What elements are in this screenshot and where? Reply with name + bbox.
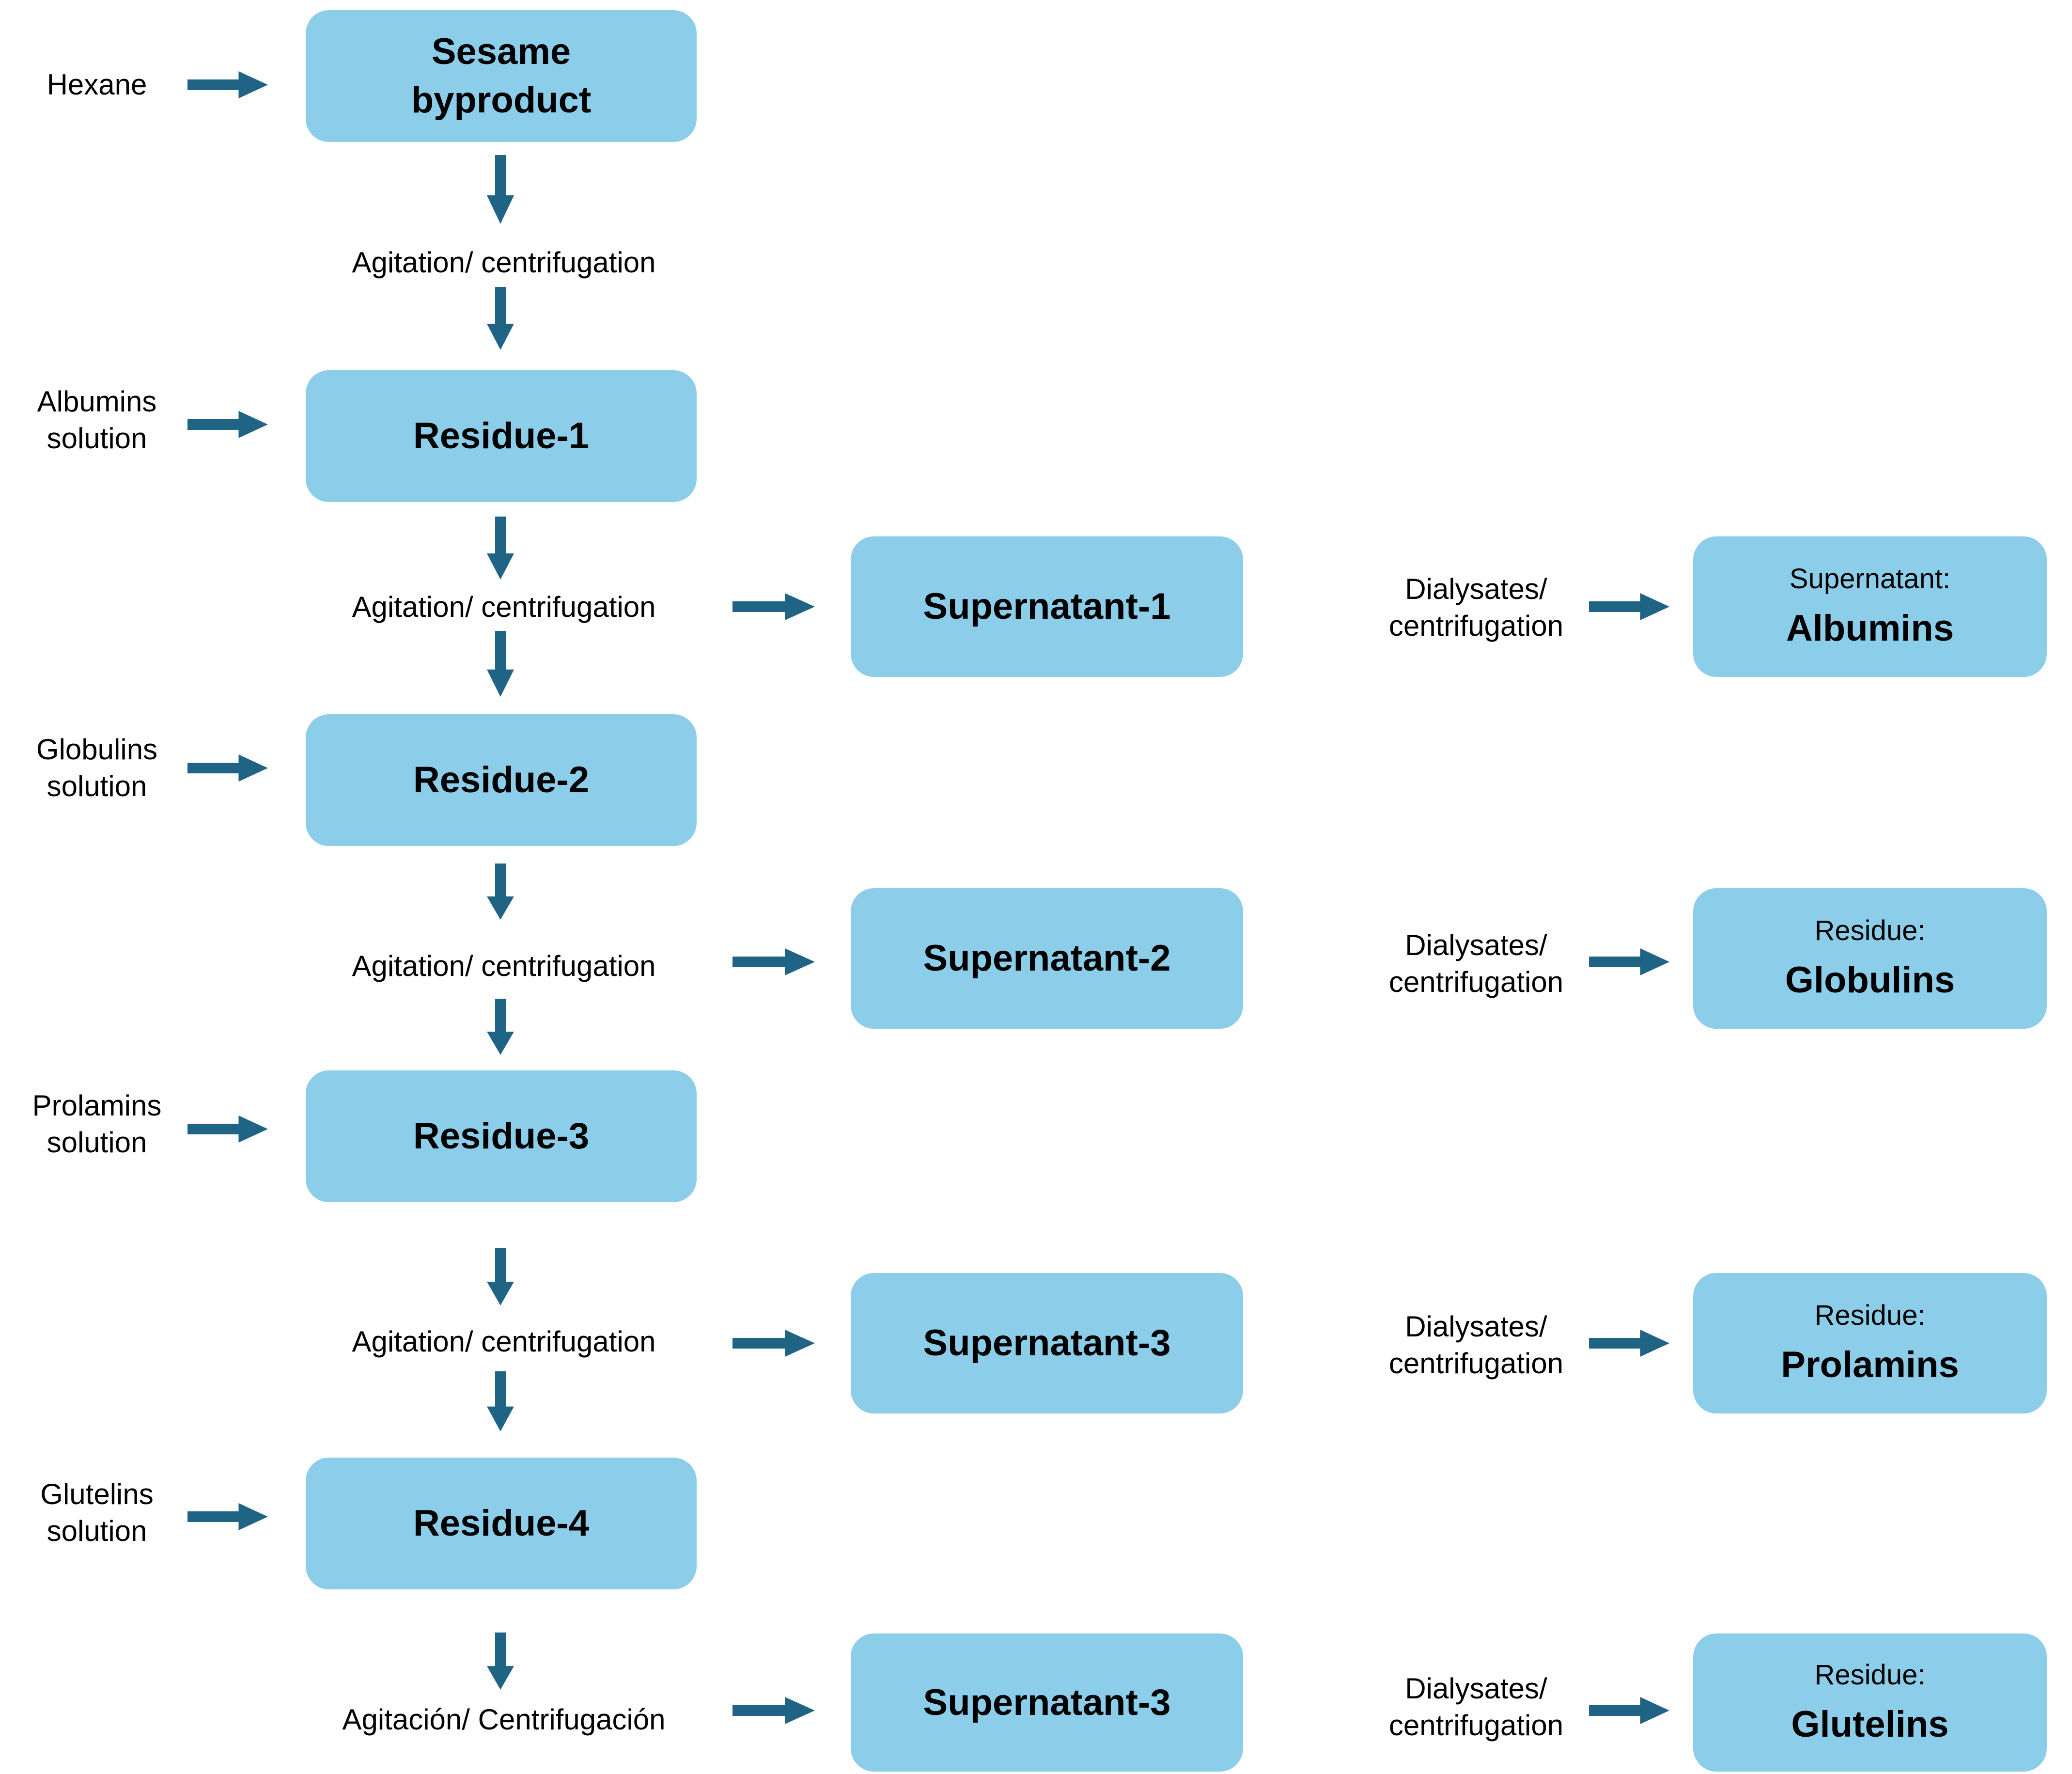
input-label-globulins-solution: Globulins solution (7, 731, 187, 805)
input-label-line: solution (47, 770, 147, 802)
box-result-glutelins: Residue: Glutelins (1693, 1633, 2047, 1772)
arrow-down-step1-to-residue2 (487, 631, 514, 697)
dialysates-label-3: Dialysates/ centrifugation (1343, 1308, 1609, 1382)
arrow-dialysates3-to-result3 (1589, 1330, 1669, 1357)
arrow-step1-to-supernatant1 (732, 593, 815, 620)
step-label-3: Agitation/ centrifugation (352, 1325, 656, 1358)
box-sesame-line1: Sesame (431, 31, 571, 72)
arrow-albumins-input (187, 411, 268, 438)
box-supernatant-4: Supernatant-3 (851, 1633, 1243, 1772)
arrow-hexane-input (187, 71, 268, 98)
arrow-down-residue1-to-step1 (487, 517, 514, 580)
step-label-2: Agitation/ centrifugation (352, 950, 656, 982)
box-result-prolamins: Residue: Prolamins (1693, 1273, 2047, 1413)
dialysates-label-line: Dialysates/ (1405, 1310, 1547, 1343)
result-label-albumins: Albumins (1786, 608, 1954, 649)
dialysates-label-line: centrifugation (1388, 610, 1564, 642)
input-label-line: Prolamins (32, 1089, 162, 1122)
box-supernatant-3-label: Supernatant-3 (923, 1322, 1171, 1364)
arrow-dialysates1-to-result1 (1589, 593, 1669, 620)
box-residue-4: Residue-4 (306, 1458, 697, 1589)
arrow-down-sesame-to-step0 (487, 155, 514, 224)
result-prefix-1: Supernatant: (1789, 563, 1951, 595)
step-label-4: Agitación/ Centrifugación (342, 1703, 666, 1736)
box-residue-2-label: Residue-2 (413, 759, 590, 801)
dialysates-label-line: Dialysates/ (1405, 929, 1547, 961)
dialysates-label-4: Dialysates/ centrifugation (1343, 1670, 1609, 1744)
input-label-line: Albumins (37, 385, 157, 418)
box-supernatant-4-label: Supernatant-3 (923, 1681, 1171, 1723)
result-prefix-4: Residue: (1814, 1659, 1926, 1691)
box-supernatant-3: Supernatant-3 (851, 1273, 1243, 1413)
arrow-down-step3-to-residue4 (487, 1371, 514, 1431)
dialysates-label-line: centrifugation (1388, 1709, 1564, 1742)
box-residue-1: Residue-1 (306, 370, 697, 502)
dialysates-label-line: centrifugation (1388, 966, 1564, 998)
arrow-dialysates2-to-result2 (1589, 948, 1669, 975)
input-label-albumins-solution: Albumins solution (7, 383, 187, 457)
arrow-down-step0-to-residue1 (487, 287, 514, 350)
box-residue-3-label: Residue-3 (413, 1115, 590, 1157)
input-label-glutelins-solution: Glutelins solution (7, 1476, 187, 1550)
arrow-step3-to-supernatant3 (732, 1330, 815, 1357)
arrow-step2-to-supernatant2 (732, 948, 815, 975)
step-label-0: Agitation/ centrifugation (352, 246, 656, 279)
arrow-prolamins-input (187, 1115, 268, 1143)
input-label-line: solution (47, 1515, 147, 1547)
box-supernatant-2-label: Supernatant-2 (923, 938, 1171, 979)
box-supernatant-1: Supernatant-1 (851, 536, 1243, 677)
box-result-globulins: Residue: Globulins (1693, 888, 2047, 1029)
result-prefix-3: Residue: (1814, 1300, 1926, 1331)
input-label-line: solution (47, 1126, 147, 1159)
dialysates-label-line: Dialysates/ (1405, 1672, 1547, 1705)
input-label-prolamins-solution: Prolamins solution (7, 1087, 187, 1161)
input-label-line: Glutelins (40, 1478, 154, 1510)
input-label-hexane: Hexane (47, 68, 147, 101)
step-label-1: Agitation/ centrifugation (352, 591, 656, 623)
result-label-prolamins: Prolamins (1781, 1344, 1959, 1385)
result-label-glutelins: Glutelins (1791, 1703, 1949, 1745)
box-residue-3: Residue-3 (306, 1070, 697, 1202)
box-supernatant-1-label: Supernatant-1 (923, 586, 1171, 627)
arrow-glutelins-input (187, 1503, 268, 1530)
dialysates-label-line: Dialysates/ (1405, 573, 1547, 605)
arrow-down-residue4-to-step4 (487, 1633, 514, 1690)
box-supernatant-2: Supernatant-2 (851, 888, 1243, 1029)
dialysates-label-line: centrifugation (1388, 1347, 1564, 1380)
box-sesame-byproduct: Sesame byproduct (306, 10, 697, 142)
box-residue-1-label: Residue-1 (413, 415, 590, 456)
box-residue-4-label: Residue-4 (413, 1503, 590, 1544)
dialysates-label-1: Dialysates/ centrifugation (1343, 571, 1609, 644)
arrow-globulins-input (187, 754, 268, 782)
dialysates-label-2: Dialysates/ centrifugation (1343, 927, 1609, 1001)
input-label-line: solution (47, 422, 147, 455)
input-label-line: Globulins (36, 733, 158, 766)
arrow-dialysates4-to-result4 (1589, 1697, 1669, 1724)
arrow-down-residue2-to-step2 (487, 863, 514, 920)
arrow-step4-to-supernatant4 (732, 1697, 815, 1724)
arrow-down-residue3-to-step3 (487, 1248, 514, 1305)
result-label-globulins: Globulins (1785, 959, 1955, 1001)
arrow-down-step2-to-residue3 (487, 999, 514, 1055)
box-residue-2: Residue-2 (306, 714, 697, 846)
box-sesame-line2: byproduct (411, 79, 592, 121)
result-prefix-2: Residue: (1814, 915, 1926, 946)
box-result-albumins: Supernatant: Albumins (1693, 536, 2047, 677)
